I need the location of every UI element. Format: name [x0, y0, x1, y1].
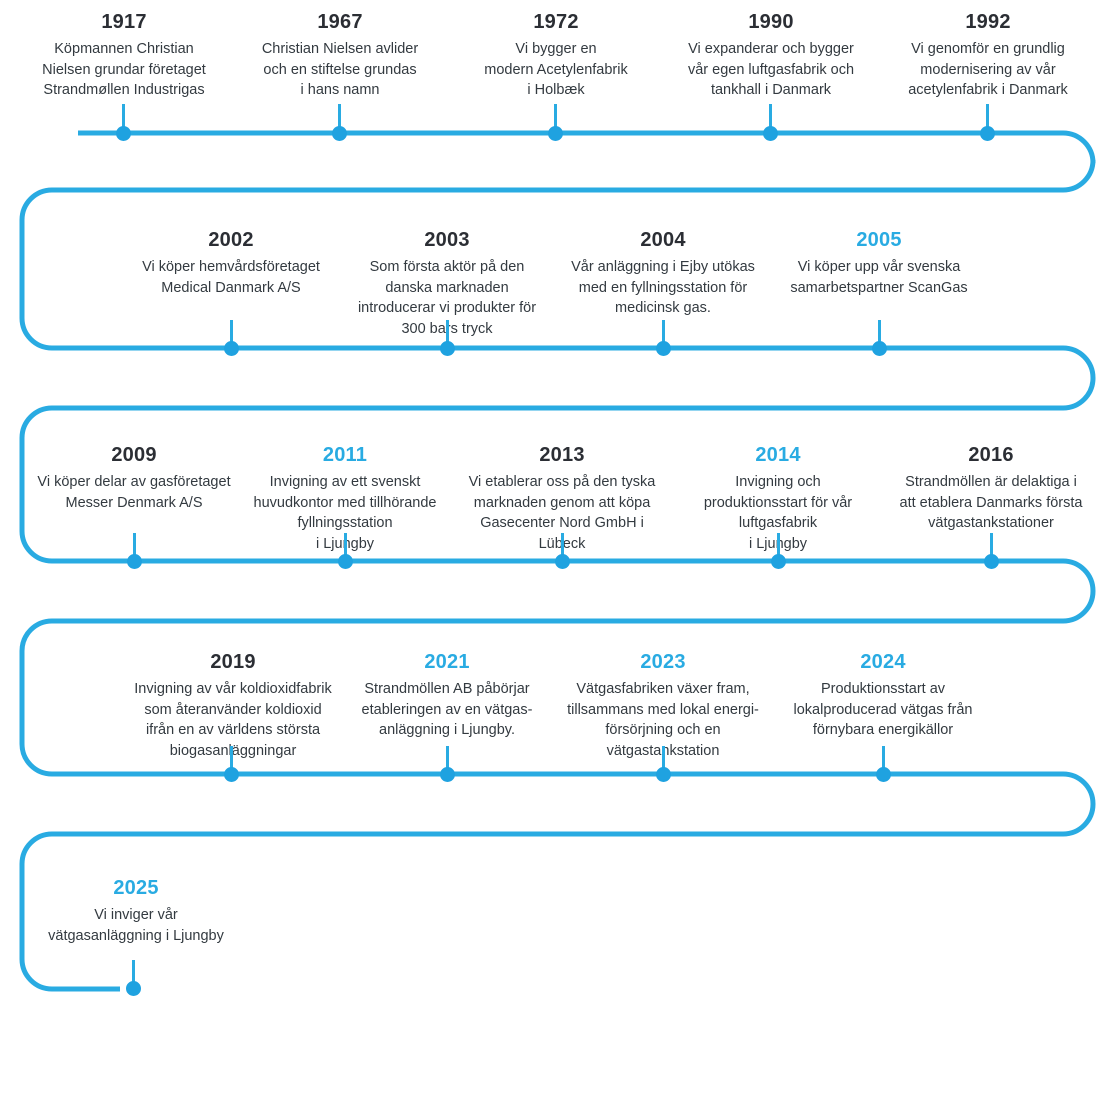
- milestone-stem: [338, 104, 341, 134]
- milestone-description: Vi köper delar av gasföretaget Messer De…: [37, 474, 231, 511]
- milestone-2011[interactable]: 2011 Invigning av ett svenskt huvudkonto…: [229, 443, 461, 554]
- milestone-node-dot[interactable]: [440, 767, 455, 782]
- milestone-year: 2021: [424, 651, 470, 673]
- milestone-year: 2003: [424, 229, 470, 251]
- milestone-2002[interactable]: 2002 Vi köper hemvårdsföretaget Medical …: [115, 228, 347, 298]
- milestone-description: Vår anläggning i Ejby utökas med en fyll…: [571, 259, 755, 317]
- milestone-stem: [777, 533, 780, 562]
- milestone-year: 2014: [755, 444, 801, 466]
- milestone-year: 1972: [533, 11, 579, 33]
- milestone-node-dot[interactable]: [555, 554, 570, 569]
- milestone-stem: [878, 320, 881, 349]
- milestone-year: 2009: [111, 444, 157, 466]
- milestone-description: Produktionsstart av lokalproducerad vätg…: [793, 681, 973, 739]
- milestone-node-dot[interactable]: [127, 554, 142, 569]
- milestone-node-dot[interactable]: [224, 767, 239, 782]
- milestone-year: 1967: [317, 11, 363, 33]
- milestone-description: Vi köper hemvårdsföretaget Medical Danma…: [142, 259, 320, 296]
- milestone-node-dot[interactable]: [656, 767, 671, 782]
- milestone-stem: [133, 533, 136, 562]
- milestone-stem: [230, 320, 233, 349]
- milestone-2004[interactable]: 2004 Vår anläggning i Ejby utökas med en…: [547, 228, 779, 319]
- milestone-year: 1917: [101, 11, 147, 33]
- milestone-stem: [882, 746, 885, 775]
- milestone-2009[interactable]: 2009 Vi köper delar av gasföretaget Mess…: [18, 443, 250, 513]
- milestone-2014[interactable]: 2014 Invigning och produktionsstart för …: [662, 443, 894, 554]
- milestone-description: Vi expanderar och bygger vår egen luftga…: [687, 41, 855, 99]
- milestone-node-dot[interactable]: [656, 341, 671, 356]
- milestone-stem: [344, 533, 347, 562]
- milestone-year: 2013: [539, 444, 585, 466]
- milestone-description: Vi bygger en modern Acetylenfabrik i Hol…: [484, 41, 628, 99]
- milestone-stem: [230, 746, 233, 775]
- milestone-stem: [662, 746, 665, 775]
- milestone-year: 2024: [860, 651, 906, 673]
- milestone-2003[interactable]: 2003 Som första aktör på den danska mark…: [331, 228, 563, 339]
- milestone-node-dot[interactable]: [980, 126, 995, 141]
- milestone-stem: [122, 104, 125, 134]
- milestone-node-dot[interactable]: [984, 554, 999, 569]
- milestone-2025[interactable]: 2025 Vi inviger vår vätgasanläggning i L…: [20, 876, 252, 946]
- milestone-stem: [769, 104, 772, 134]
- milestone-description: Invigning av vår koldioxidfabrik som åte…: [134, 681, 332, 759]
- milestone-description: Köpmannen Christian Nielsen grundar före…: [42, 41, 206, 99]
- milestone-1992[interactable]: 1992 Vi genomför en grundlig moderniseri…: [872, 10, 1104, 101]
- milestone-stem: [990, 533, 993, 562]
- milestone-stem: [986, 104, 989, 134]
- milestone-1972[interactable]: 1972 Vi bygger en modern Acetylenfabrik …: [440, 10, 672, 101]
- milestone-description: Strandmöllen AB påbörjar etableringen av…: [361, 681, 533, 739]
- milestone-stem: [554, 104, 557, 134]
- milestone-2021[interactable]: 2021 Strandmöllen AB påbörjar etablering…: [331, 650, 563, 741]
- milestone-node-dot[interactable]: [126, 981, 141, 996]
- milestone-stem: [132, 960, 135, 989]
- milestone-2024[interactable]: 2024 Produktionsstart av lokalproducerad…: [767, 650, 999, 741]
- milestone-description: Invigning av ett svenskt huvudkontor med…: [253, 474, 437, 552]
- milestone-year: 2011: [322, 444, 368, 466]
- milestone-2023[interactable]: 2023 Vätgasfabriken växer fram, tillsamm…: [547, 650, 779, 761]
- milestone-description: Strandmöllen är delaktiga i att etablera…: [899, 474, 1083, 532]
- milestone-node-dot[interactable]: [771, 554, 786, 569]
- milestone-description: Vi genomför en grundlig modernisering av…: [908, 41, 1068, 99]
- milestone-2005[interactable]: 2005 Vi köper upp vår svenska samarbetsp…: [763, 228, 995, 298]
- milestone-node-dot[interactable]: [872, 341, 887, 356]
- milestone-2016[interactable]: 2016 Strandmöllen är delaktiga i att eta…: [875, 443, 1107, 534]
- milestone-node-dot[interactable]: [876, 767, 891, 782]
- milestone-description: Som första aktör på den danska marknaden…: [357, 259, 537, 337]
- milestone-stem: [662, 320, 665, 349]
- milestone-description: Vi inviger vår vätgasanläggning i Ljungb…: [48, 907, 224, 944]
- milestone-node-dot[interactable]: [763, 126, 778, 141]
- milestone-description: Christian Nielsen avlider och en stiftel…: [261, 41, 419, 99]
- milestone-1990[interactable]: 1990 Vi expanderar och bygger vår egen l…: [655, 10, 887, 101]
- milestone-description: Vi etablerar oss på den tyska marknaden …: [468, 474, 656, 552]
- milestone-1917[interactable]: 1917 Köpmannen Christian Nielsen grundar…: [8, 10, 240, 101]
- milestone-1967[interactable]: 1967 Christian Nielsen avlider och en st…: [224, 10, 456, 101]
- milestone-description: Vätgasfabriken växer fram, tillsammans m…: [567, 681, 759, 759]
- milestone-year: 2019: [210, 651, 256, 673]
- milestone-year: 2025: [113, 877, 159, 899]
- milestone-node-dot[interactable]: [116, 126, 131, 141]
- milestone-year: 1992: [965, 11, 1011, 33]
- milestone-year: 2023: [640, 651, 686, 673]
- milestone-year: 2016: [968, 444, 1014, 466]
- milestone-description: Invigning och produktionsstart för vår l…: [703, 474, 853, 552]
- milestone-year: 1990: [748, 11, 794, 33]
- milestone-2019[interactable]: 2019 Invigning av vår koldioxidfabrik so…: [115, 650, 351, 761]
- milestone-node-dot[interactable]: [224, 341, 239, 356]
- milestone-stem: [446, 320, 449, 349]
- milestone-node-dot[interactable]: [338, 554, 353, 569]
- milestone-year: 2002: [208, 229, 254, 251]
- milestone-stem: [446, 746, 449, 775]
- milestone-stem: [561, 533, 564, 562]
- milestone-year: 2004: [640, 229, 686, 251]
- milestone-description: Vi köper upp vår svenska samarbetspartne…: [790, 259, 968, 296]
- milestone-2013[interactable]: 2013 Vi etablerar oss på den tyska markn…: [446, 443, 678, 554]
- milestone-node-dot[interactable]: [332, 126, 347, 141]
- milestone-year: 2005: [856, 229, 902, 251]
- milestone-node-dot[interactable]: [440, 341, 455, 356]
- milestone-node-dot[interactable]: [548, 126, 563, 141]
